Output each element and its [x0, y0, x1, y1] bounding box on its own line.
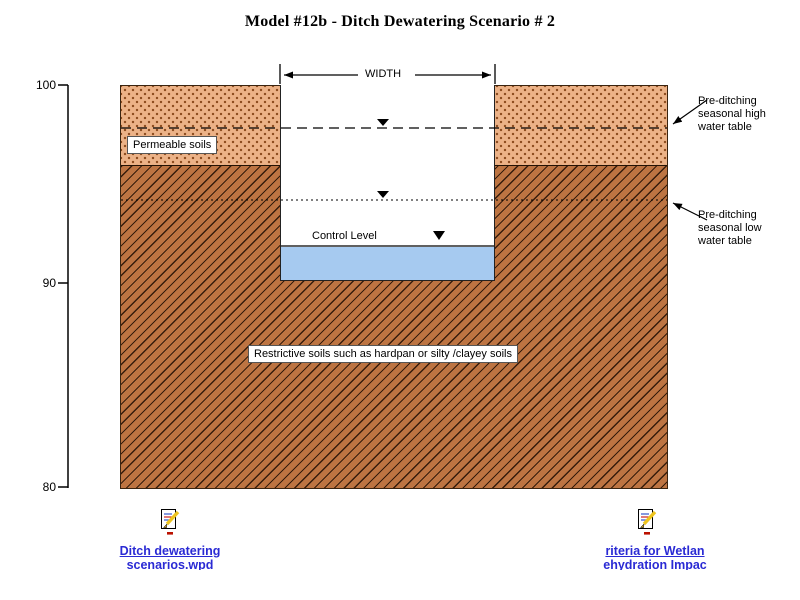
width-label: WIDTH: [358, 68, 409, 80]
low-note-line3: water table: [698, 235, 752, 247]
link-ditch-dewatering-scenarios[interactable]: Ditch dewatering scenarios.wpd: [85, 544, 255, 570]
link-right-line2[interactable]: ehydration Impac: [603, 558, 707, 570]
low-note-line2: seasonal low: [698, 222, 762, 234]
ditch-water: [281, 247, 494, 280]
low-water-table-note: Pre-ditching seasonal low water table: [698, 209, 788, 248]
link-left-line1[interactable]: Ditch dewatering: [119, 544, 221, 558]
high-note-line1: Pre-ditching: [698, 95, 757, 107]
high-note-line2: seasonal high: [698, 108, 766, 120]
low-note-line1: Pre-ditching: [698, 209, 757, 221]
restrictive-soils-label: Restrictive soils such as hardpan or sil…: [248, 345, 518, 363]
page-title: Model #12b - Ditch Dewatering Scenario #…: [244, 13, 556, 30]
permeable-soils-label: Permeable soils: [127, 136, 218, 154]
high-water-table-note: Pre-ditching seasonal high water table: [698, 95, 788, 134]
link-left-line2[interactable]: scenarios.wpd: [126, 558, 214, 570]
document-pencil-icon[interactable]: [158, 508, 182, 536]
document-pencil-icon[interactable]: [635, 508, 659, 536]
link-criteria-wetland-dehydration[interactable]: riteria for Wetlan ehydration Impac: [570, 544, 740, 570]
high-note-line3: water table: [698, 121, 752, 133]
axis-tick-label-80: 80: [42, 480, 56, 494]
link-right-line1[interactable]: riteria for Wetlan: [605, 544, 705, 558]
axis-tick-label-100: 100: [35, 78, 56, 92]
control-level-label: Control Level: [312, 230, 377, 242]
axis-tick-label-90: 90: [42, 276, 56, 290]
